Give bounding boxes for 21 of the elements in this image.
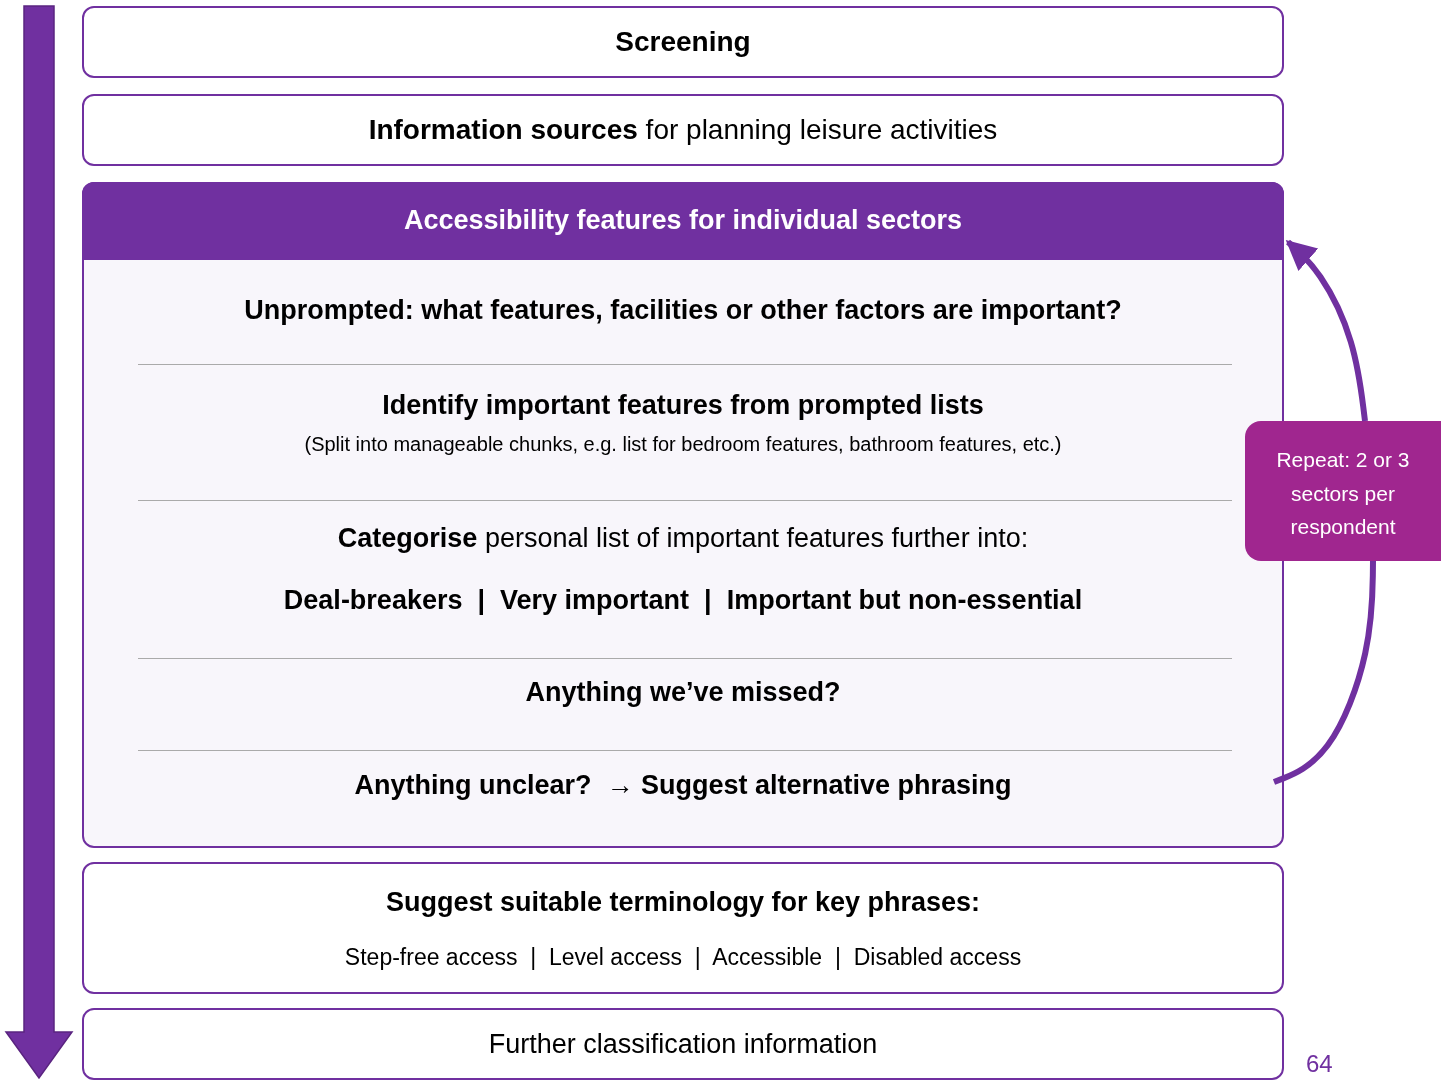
- heading-text: Screening: [615, 25, 751, 59]
- step-box: [82, 862, 1284, 994]
- body-text: Categorise personal list of important features further into:: [337, 522, 1029, 555]
- repeat-badge: [1245, 421, 1441, 561]
- section-heading: Accessibility features for individual sectors: [403, 204, 963, 237]
- heading-text: Suggest suitable terminology for key phrases:: [385, 886, 981, 919]
- curved-arrow: [1285, 239, 1368, 422]
- body-text: Repeat: 2 or 3 sectors per respondent: [1275, 447, 1411, 541]
- heading-text: Deal-breakers | Very important | Important but non-essential: [283, 584, 1083, 617]
- step-box: [82, 6, 1284, 78]
- step-box: [82, 94, 1284, 166]
- heading-text: Anything unclear? → Suggest alternative phrasing: [354, 769, 1012, 802]
- body-text: Step-free access | Level access | Accessible | Disabled access: [344, 944, 1022, 972]
- page-number: 64: [1306, 1050, 1333, 1078]
- step-box: [82, 1008, 1284, 1080]
- body-text: Information sources for planning leisure activities: [368, 113, 998, 147]
- body-text: (Split into manageable chunks, e.g. list for bedroom features, bathroom features, etc.): [304, 432, 1062, 456]
- heading-text: Anything we’ve missed?: [525, 676, 841, 709]
- heading-text: Unprompted: what features, facilities or other factors are important?: [244, 294, 1122, 327]
- body-text: Further classification information: [488, 1028, 878, 1061]
- heading-text: Identify important features from prompted lists: [382, 389, 984, 422]
